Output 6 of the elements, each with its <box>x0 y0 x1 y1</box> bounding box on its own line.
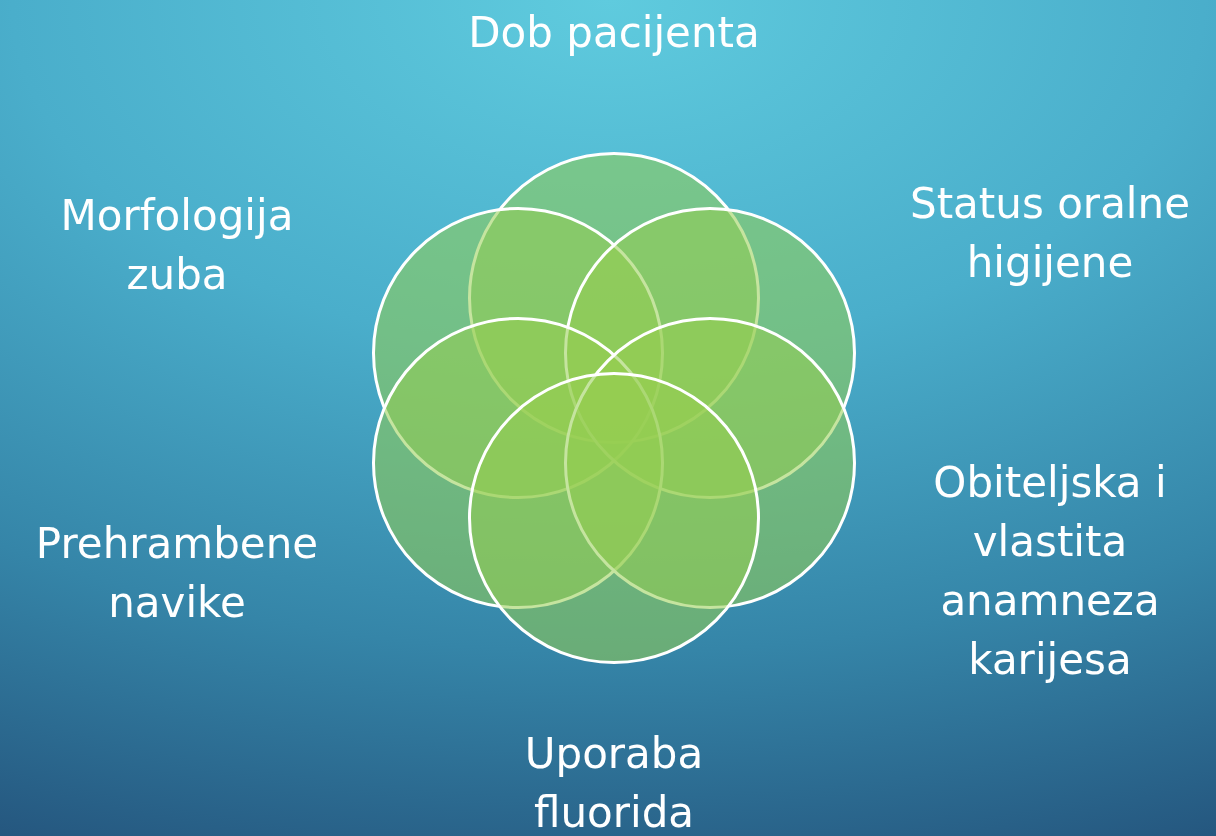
circle-label: Morfologija zuba <box>59 190 295 301</box>
circle-label: Obiteljska i vlastita anamneza karijesa <box>932 457 1168 686</box>
circle-label: Dob pacijenta <box>467 7 761 59</box>
circle-label: Prehrambene navike <box>34 518 320 629</box>
circle-label: Status oralne higijene <box>909 178 1191 289</box>
circle-label: Uporaba fluorida <box>523 728 705 836</box>
